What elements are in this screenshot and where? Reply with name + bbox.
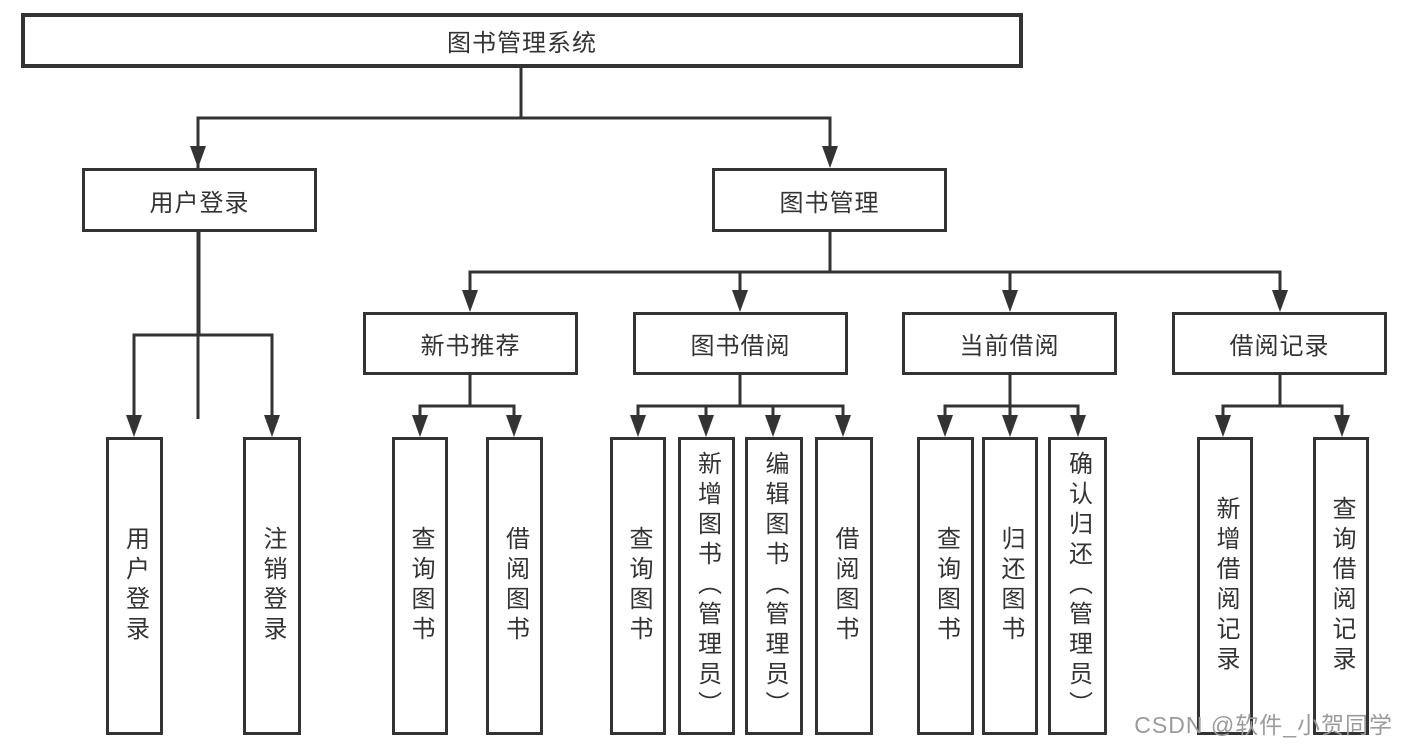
node-book-management: 图书管理: [712, 168, 947, 232]
connector-borrowing-records-children: [1215, 373, 1350, 437]
node-book-borrowing: 图书借阅: [633, 312, 848, 375]
watermark: CSDN @软件_小贺同学: [1134, 712, 1393, 738]
leaf-logout: 注销登录: [243, 437, 301, 735]
leaf-borrow-books-2: 借阅图书: [815, 437, 873, 735]
leaf-borrow-books-1: 借阅图书: [486, 437, 543, 735]
node-library-management-system: 图书管理系统: [21, 13, 1023, 68]
connector-user-login-children: [126, 230, 280, 437]
connector-current-borrowing-children: [937, 373, 1086, 437]
leaf-confirm-return-admin: 确认归还（管理员）: [1048, 437, 1107, 735]
connector-new-book-recommend-children: [412, 373, 522, 437]
leaf-add-borrow-record: 新增借阅记录: [1197, 437, 1253, 735]
leaf-search-borrow-record: 查询借阅记录: [1313, 437, 1369, 735]
leaf-search-books-2: 查询图书: [610, 437, 666, 735]
leaf-search-books-3: 查询图书: [917, 437, 974, 735]
leaf-edit-books-admin: 编辑图书（管理员）: [745, 437, 803, 735]
node-current-borrowing: 当前借阅: [902, 312, 1117, 375]
connector-book-management-sections: [462, 230, 1288, 312]
node-user-login: 用户登录: [82, 168, 317, 232]
node-borrowing-records: 借阅记录: [1172, 312, 1387, 375]
node-new-book-recommend: 新书推荐: [363, 312, 578, 375]
leaf-user-login: 用户登录: [106, 437, 163, 735]
leaf-add-books-admin: 新增图书（管理员）: [678, 437, 735, 735]
leaf-search-books-1: 查询图书: [392, 437, 448, 735]
leaf-return-books: 归还图书: [982, 437, 1038, 735]
connector-book-borrowing-children: [630, 373, 851, 437]
